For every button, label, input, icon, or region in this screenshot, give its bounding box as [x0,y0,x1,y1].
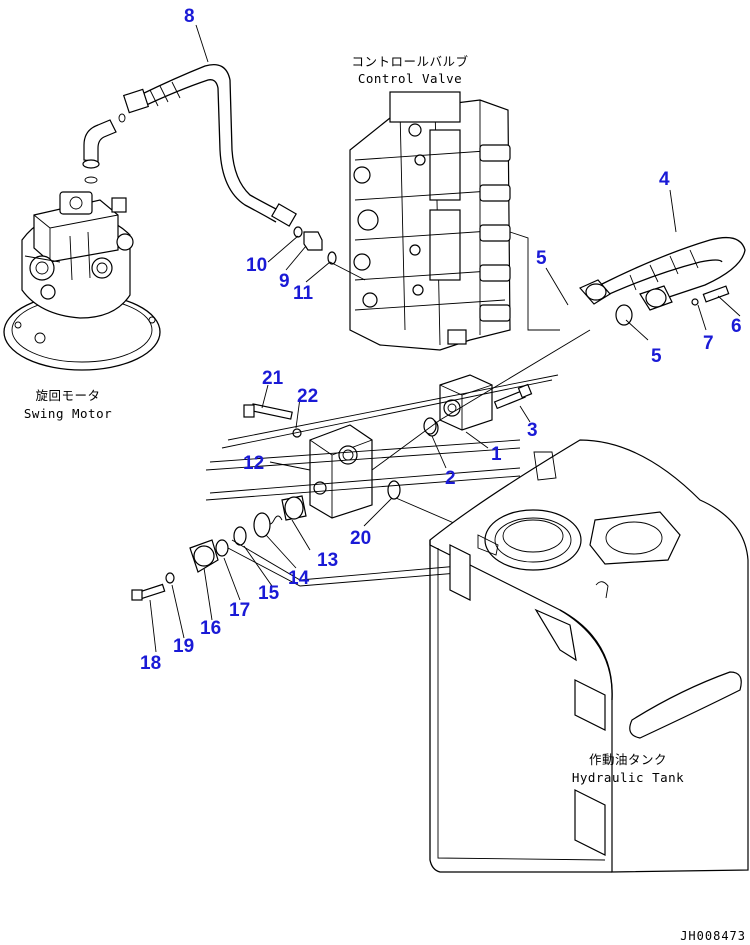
callout-11: 11 [293,283,314,304]
callout-19: 19 [173,636,194,657]
hydraulic-tank [429,439,749,873]
block-1 [425,374,533,437]
hose-4 [579,236,746,326]
callout-22: 22 [297,386,318,407]
callout-18: 18 [140,653,161,674]
callout-14: 14 [288,568,310,589]
callout-21: 21 [262,368,284,389]
callout-7: 7 [703,333,714,354]
callout-20: 20 [350,528,371,549]
swing-motor-label-jp: 旋回モータ [35,388,100,403]
callout-16: 16 [200,618,221,639]
control-valve-label-en: Control Valve [358,71,462,86]
callout-3: 3 [527,420,538,441]
block-12-assembly [131,403,437,601]
callout-15: 15 [258,583,280,604]
guide-lines [205,261,591,587]
callout-12: 12 [243,453,264,474]
swing-motor-label-en: Swing Motor [24,406,112,421]
callout-5a: 5 [536,248,547,269]
control-valve [349,91,511,351]
control-valve-label-jp: コントロールバルブ [351,54,468,69]
callout-1: 1 [491,444,502,465]
callout-5b: 5 [651,346,662,367]
swing-motor [3,113,161,371]
callout-6: 6 [731,316,742,337]
hydraulic-tank-label-jp: 作動油タンク [589,752,667,767]
callout-9: 9 [279,271,290,292]
hose-8 [122,63,297,227]
drawing-code: JH008473 [680,929,746,943]
fittings-9-10-11 [293,226,337,265]
callout-10: 10 [246,255,267,276]
callout-8: 8 [184,6,195,27]
callout-2: 2 [445,468,456,489]
callouts: 1 2 3 4 5 5 6 7 8 9 10 11 12 13 14 15 16… [140,6,742,674]
callout-4: 4 [659,169,670,190]
callout-13: 13 [317,550,338,571]
leader-lines [149,24,741,653]
leader-valve-5 [509,231,560,331]
callout-17: 17 [229,600,250,621]
hydraulic-tank-label-en: Hydraulic Tank [572,770,684,785]
